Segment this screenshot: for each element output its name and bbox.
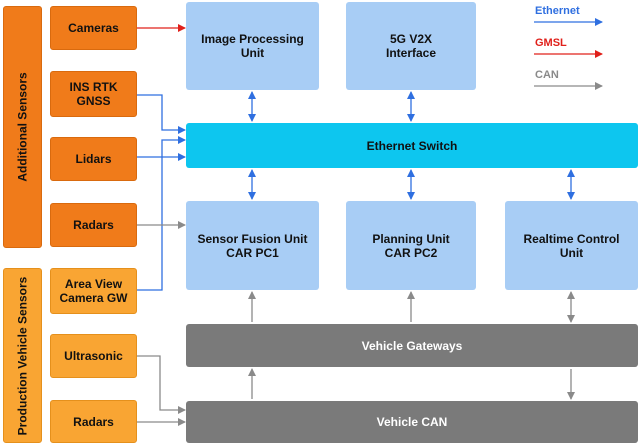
vehicle-can-label: Vehicle CAN [376, 415, 448, 429]
vehicle-gateways: Vehicle Gateways [186, 324, 638, 367]
sensor-area-line1: Area View [64, 277, 123, 291]
sensor-area-line2: Camera GW [59, 291, 128, 305]
sensor-ultrasonic-label: Ultrasonic [64, 349, 123, 363]
image-processing-unit: Image Processing Unit [186, 2, 319, 90]
legend-gmsl-label: GMSL [535, 37, 567, 49]
sensor-ins-rtk-gnss: INS RTK GNSS [50, 71, 137, 117]
group-production-sensors: Production Vehicle Sensors [3, 268, 42, 443]
plan-line2: CAR PC2 [384, 245, 438, 260]
group-additional-sensors: Additional Sensors [3, 6, 42, 248]
can-ultrasonic-to-vcan [137, 355, 186, 414]
rt-line1: Realtime Control [523, 231, 620, 246]
sensor-lidars-label: Lidars [75, 152, 112, 166]
sensor-area-view-camera-gw: Area View Camera GW [50, 268, 137, 314]
eth-ins-to-switch [137, 94, 186, 134]
group-additional-label: Additional Sensors [15, 72, 30, 182]
ethernet-switch: Ethernet Switch [186, 123, 638, 168]
vehicle-can: Vehicle CAN [186, 401, 638, 443]
v2x-line2: Interface [385, 46, 437, 60]
sensor-ins-line1: INS RTK [69, 80, 118, 94]
sensor-cameras-label: Cameras [68, 21, 119, 35]
v2x-interface: 5G V2X Interface [346, 2, 476, 90]
rt-line2: Unit [559, 245, 584, 260]
ipu-line1: Image Processing [201, 32, 304, 46]
planning-unit: Planning Unit CAR PC2 [346, 201, 476, 290]
vehicle-gateways-label: Vehicle Gateways [361, 338, 463, 353]
group-production-label: Production Vehicle Sensors [15, 276, 30, 435]
sfu-line1: Sensor Fusion Unit [197, 231, 308, 246]
sensor-radars-production: Radars [50, 400, 137, 443]
sfu-line2: CAR PC1 [226, 245, 279, 260]
realtime-control-unit: Realtime Control Unit [505, 201, 638, 290]
legend-can-label: CAN [535, 69, 559, 81]
sensor-radars-production-label: Radars [73, 414, 114, 429]
sensor-lidars: Lidars [50, 137, 137, 181]
plan-line1: Planning Unit [372, 231, 450, 246]
v2x-line1: 5G V2X [389, 32, 433, 46]
sensor-ultrasonic: Ultrasonic [50, 334, 137, 378]
sensor-cameras: Cameras [50, 6, 137, 50]
sensor-ins-line2: GNSS [76, 94, 111, 108]
sensor-radars-additional: Radars [50, 203, 137, 247]
ipu-line2: Unit [240, 46, 265, 60]
sensor-radars-additional-label: Radars [73, 218, 114, 232]
ethernet-switch-label: Ethernet Switch [366, 138, 458, 153]
legend-ethernet-label: Ethernet [535, 5, 580, 17]
sensor-fusion-unit: Sensor Fusion Unit CAR PC1 [186, 201, 319, 290]
eth-area-to-switch [137, 136, 186, 291]
